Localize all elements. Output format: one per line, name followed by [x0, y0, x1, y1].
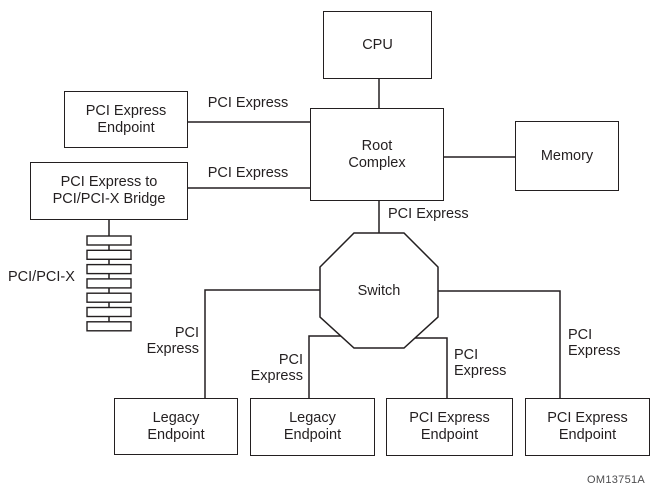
node-memory: Memory — [515, 121, 619, 191]
pci-slot — [86, 292, 132, 303]
pci-slot-ladder — [86, 235, 132, 332]
node-switch-label: Switch — [357, 282, 401, 299]
link-switch-legacy1 — [204, 289, 322, 398]
node-pcie-endpoint-bottom-1: PCI Express Endpoint — [386, 398, 513, 456]
label-root-to-switch: PCI Express — [388, 206, 469, 222]
figure-id-watermark: OM13751A — [587, 474, 646, 486]
node-cpu: CPU — [323, 11, 432, 79]
node-pcie-endpoint-top: PCI Express Endpoint — [64, 91, 188, 148]
pci-slot — [86, 321, 132, 332]
pci-slot — [86, 249, 132, 261]
pci-slot — [86, 235, 132, 246]
label-switch-leg-3: PCI Express — [454, 347, 507, 379]
label-switch-leg-4: PCI Express — [568, 327, 621, 359]
switch-octagon — [319, 232, 439, 349]
label-bridge-to-root: PCI Express — [207, 165, 289, 181]
pci-slot — [86, 263, 132, 275]
label-endpoint-to-root: PCI Express — [207, 95, 289, 111]
pci-slot — [86, 278, 132, 289]
node-root-complex: Root Complex — [310, 108, 444, 201]
link-switch-endpoint4 — [437, 290, 561, 398]
link-switch-endpoint3 — [414, 337, 448, 398]
pci-slot — [86, 306, 132, 318]
link-switch-legacy2 — [308, 335, 341, 398]
node-pcie-endpoint-bottom-2: PCI Express Endpoint — [525, 398, 650, 456]
node-pcie-to-pci-bridge: PCI Express to PCI/PCI-X Bridge — [30, 162, 188, 220]
label-switch-leg-2: PCI Express — [250, 352, 303, 384]
label-pci-bus: PCI/PCI-X — [8, 269, 75, 285]
node-legacy-endpoint-2: Legacy Endpoint — [250, 398, 375, 456]
node-legacy-endpoint-1: Legacy Endpoint — [114, 398, 238, 455]
label-switch-leg-1: PCI Express — [146, 325, 199, 357]
